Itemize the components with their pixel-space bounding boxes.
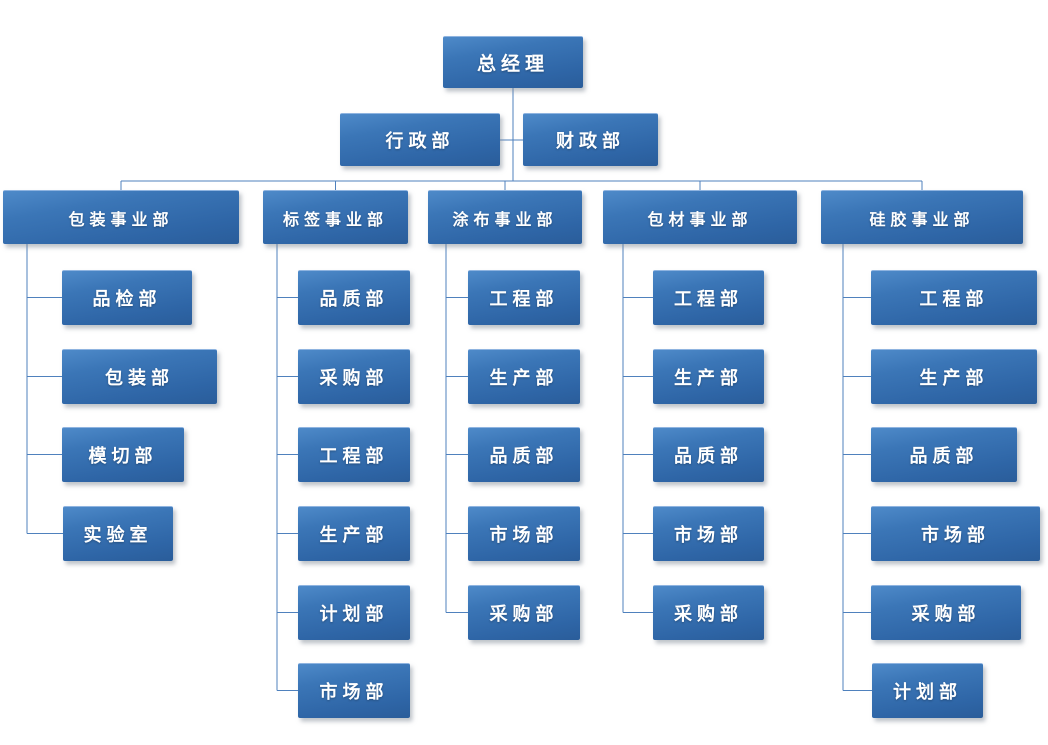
org-node-packaging-child-4: 实验室 bbox=[63, 506, 173, 561]
org-node-label-child-5: 计划部 bbox=[298, 585, 410, 640]
org-node-label-child-3: 工程部 bbox=[298, 427, 410, 482]
org-node-packaging-child-3: 模切部 bbox=[62, 427, 184, 482]
org-node-packaging-child-1: 品检部 bbox=[62, 270, 192, 325]
org-node-label-child-4: 生产部 bbox=[298, 506, 410, 561]
org-node-coating-child-3: 品质部 bbox=[468, 427, 580, 482]
org-node-silicone-child-1: 工程部 bbox=[871, 270, 1037, 325]
org-node-division-coating: 涂布事业部 bbox=[428, 190, 582, 244]
org-node-division-silicone: 硅胶事业部 bbox=[821, 190, 1023, 244]
org-node-packing-material-child-4: 市场部 bbox=[653, 506, 764, 561]
org-node-label-child-2: 采购部 bbox=[298, 349, 410, 404]
org-node-general-manager: 总经理 bbox=[443, 36, 583, 88]
org-node-finance-dept: 财政部 bbox=[523, 113, 658, 166]
org-node-coating-child-2: 生产部 bbox=[468, 349, 580, 404]
org-node-coating-child-1: 工程部 bbox=[468, 270, 580, 325]
org-node-packing-material-child-3: 品质部 bbox=[653, 427, 764, 482]
org-node-label-child-1: 品质部 bbox=[298, 270, 410, 325]
org-node-division-label: 标签事业部 bbox=[263, 190, 408, 244]
org-node-packaging-child-2: 包装部 bbox=[62, 349, 217, 404]
org-node-silicone-child-5: 采购部 bbox=[871, 585, 1021, 640]
org-node-packing-material-child-2: 生产部 bbox=[653, 349, 764, 404]
org-node-division-packaging: 包装事业部 bbox=[3, 190, 239, 244]
org-node-packing-material-child-1: 工程部 bbox=[653, 270, 764, 325]
org-node-admin-dept: 行政部 bbox=[340, 113, 500, 166]
org-node-silicone-child-4: 市场部 bbox=[871, 506, 1040, 561]
org-node-silicone-child-6: 计划部 bbox=[872, 663, 983, 718]
org-node-packing-material-child-5: 采购部 bbox=[653, 585, 764, 640]
org-node-silicone-child-2: 生产部 bbox=[871, 349, 1037, 404]
org-node-label-child-6: 市场部 bbox=[298, 663, 410, 718]
org-node-coating-child-4: 市场部 bbox=[468, 506, 580, 561]
org-node-coating-child-5: 采购部 bbox=[468, 585, 580, 640]
org-node-division-packing-material: 包材事业部 bbox=[603, 190, 797, 244]
org-node-silicone-child-3: 品质部 bbox=[871, 427, 1017, 482]
